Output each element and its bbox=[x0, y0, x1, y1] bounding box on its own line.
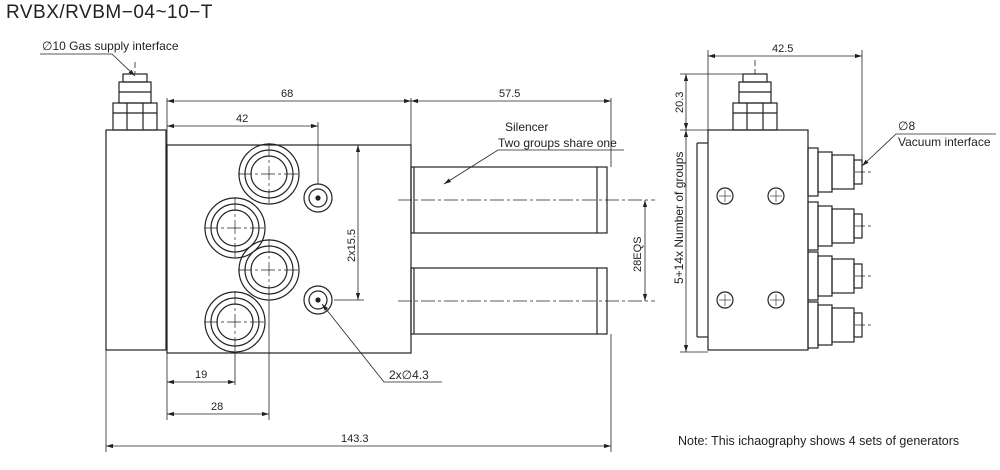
silencer-label: Silencer bbox=[505, 120, 548, 134]
groups-label: 5+14x Number of groups bbox=[672, 152, 686, 284]
side-hole bbox=[716, 187, 734, 205]
dim-42-5: 42.5 bbox=[772, 43, 793, 55]
silencer-note-label: Two groups share one bbox=[498, 136, 617, 150]
drawing-title: RVBX/RVBM−04~10−T bbox=[6, 2, 213, 23]
main-block bbox=[166, 144, 412, 354]
vacuum-symbol-label: ∅8 bbox=[898, 119, 915, 133]
gas-supply-fitting-side bbox=[732, 60, 778, 131]
front-view bbox=[105, 62, 655, 354]
front-dimensions bbox=[40, 53, 648, 452]
dim-42: 42 bbox=[236, 113, 248, 125]
dim-28: 28 bbox=[211, 401, 223, 413]
note-label: Note: This ichaography shows 4 sets of g… bbox=[678, 434, 959, 448]
vacuum-fitting bbox=[807, 147, 863, 197]
side-body bbox=[707, 129, 809, 351]
gas-supply-label: ∅10 Gas supply interface bbox=[42, 39, 179, 53]
vacuum-fitting bbox=[807, 301, 863, 349]
side-hole bbox=[767, 291, 785, 309]
dim-2x15-5: 2x15.5 bbox=[346, 229, 358, 262]
vacuum-fitting bbox=[807, 201, 863, 251]
vacuum-label: Vacuum interface bbox=[898, 135, 991, 149]
dim-19: 19 bbox=[195, 369, 207, 381]
side-plate bbox=[105, 129, 167, 351]
side-hole bbox=[767, 187, 785, 205]
mounting-hole bbox=[303, 183, 333, 213]
vacuum-fitting bbox=[807, 251, 863, 301]
side-dimensions bbox=[680, 50, 996, 353]
mounting-hole bbox=[303, 285, 333, 315]
side-hole bbox=[716, 291, 734, 309]
dim-28eqs: 28EQS bbox=[632, 237, 644, 272]
dim-68: 68 bbox=[281, 88, 293, 100]
hole-label: 2x∅4.3 bbox=[389, 368, 429, 382]
gas-supply-fitting bbox=[112, 62, 158, 131]
dim-143-3: 143.3 bbox=[341, 433, 369, 445]
dim-57-5: 57.5 bbox=[499, 88, 520, 100]
dim-20-3: 20.3 bbox=[674, 92, 686, 113]
side-view bbox=[696, 60, 872, 351]
